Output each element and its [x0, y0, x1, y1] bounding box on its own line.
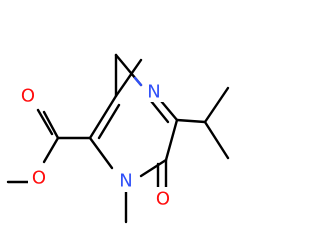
bond-c5-c6 — [164, 118, 179, 162]
bond-c3-n4-n-part — [133, 76, 143, 87]
bond-n1-c2 — [88, 136, 114, 170]
label-mask-o-ester-double — [17, 84, 39, 108]
bond-ester-double-2 — [36, 108, 54, 136]
atom-n-bottom: N — [119, 171, 132, 192]
bond-isopropyl-me1 — [203, 86, 230, 124]
atom-o-ester-double: O — [21, 86, 35, 107]
bond-ester-double — [42, 110, 60, 140]
bond-isopropyl-me2 — [203, 120, 230, 160]
atom-o-carbonyl: O — [156, 189, 170, 210]
label-mask-o-carbonyl — [152, 187, 174, 211]
label-mask-o-ester-single — [28, 166, 50, 190]
atom-o-ester-single: O — [32, 168, 46, 189]
bond-ester-single — [42, 136, 60, 164]
molecule-structure-diagram: N N O O O — [6, 53, 230, 224]
atom-labels: N N O O O — [17, 80, 174, 211]
bond-lines — [6, 53, 230, 224]
bond-c2-c3-double — [97, 103, 121, 140]
bond-c6-n1 — [139, 158, 168, 178]
bond-c2-c3 — [88, 94, 118, 140]
atom-n-top: N — [147, 82, 160, 103]
label-mask-n-bottom — [116, 170, 136, 192]
label-mask-n-top — [145, 80, 165, 102]
bond-isopropyl-c — [175, 118, 207, 124]
bond-methyl-top — [114, 58, 143, 98]
bond-n4-c5-double — [149, 99, 170, 124]
